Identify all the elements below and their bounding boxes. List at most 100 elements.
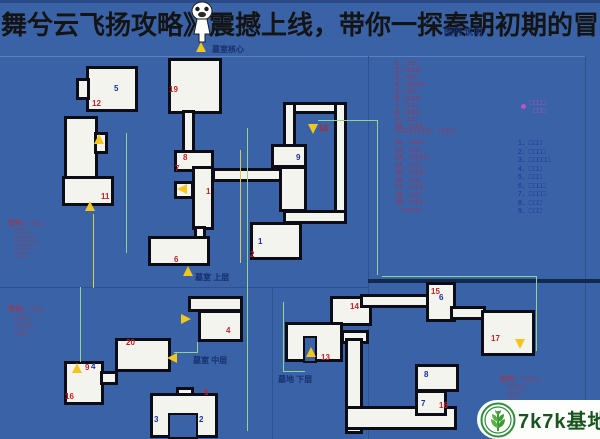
map-sector-divider xyxy=(368,56,369,439)
hunt-list-line: □□□□、 xyxy=(8,322,39,329)
poi-number-red: 15 xyxy=(431,287,440,296)
map-room xyxy=(279,166,307,212)
hunt-list: 猎物：□□□、 □□□、 □□□□、 □□□ xyxy=(8,306,49,338)
map-room xyxy=(283,102,296,150)
map-room xyxy=(481,310,535,356)
poi-number-red: 8 xyxy=(183,153,188,162)
warp-triangle-icon xyxy=(85,201,95,211)
page-title: 舞兮云飞扬攻略》震撼上线，带你一探秦朝初期的冒 xyxy=(1,10,600,40)
map-route-line xyxy=(126,133,127,253)
map-room xyxy=(415,364,459,392)
map-route-line xyxy=(240,150,241,263)
room-number-blue: 5 xyxy=(114,84,119,93)
room-number-blue: 9 xyxy=(296,153,301,162)
room-number-blue: 7 xyxy=(421,399,426,408)
map-route-line xyxy=(197,342,198,353)
poi-number-red: 16 xyxy=(439,401,448,410)
poi-number-red: 20 xyxy=(126,338,135,347)
map-sector-divider xyxy=(0,287,368,288)
hunt-list-line: □□□、 xyxy=(8,228,35,235)
hunt-list-line: □□□□、 xyxy=(500,384,531,391)
warp-triangle-icon xyxy=(306,347,316,357)
map-room xyxy=(115,338,171,372)
map-room xyxy=(271,144,307,168)
map-room xyxy=(76,78,90,100)
map-sector-divider xyxy=(585,56,586,439)
warp-triangle-icon xyxy=(167,353,177,363)
warp-triangle-icon xyxy=(183,266,193,276)
poi-number-red: 13 xyxy=(321,353,330,362)
warp-triangle-icon xyxy=(308,124,318,134)
hunt-list-line: 猎物：□□□、 xyxy=(8,306,49,313)
map-route-line xyxy=(283,302,284,372)
map-route-line xyxy=(382,276,537,277)
hunt-list: 猎物：□□□□、 □□□□、 □□□ xyxy=(500,376,545,400)
hunt-list-line: 猎物：□□□□、 xyxy=(500,376,545,383)
area-label: 墓室 中层 xyxy=(193,356,228,365)
poi-number-red: 7 xyxy=(175,164,180,173)
area-label: 墓室核心 xyxy=(212,45,244,54)
map-room xyxy=(360,294,430,308)
poi-number-red: 16 xyxy=(65,392,74,401)
poi-number-red: 12 xyxy=(92,99,101,108)
map-room xyxy=(415,390,447,416)
map-route-line xyxy=(80,287,81,362)
room-number-blue: 2 xyxy=(199,415,204,424)
map-room xyxy=(100,371,118,385)
room-number-blue: 4 xyxy=(91,362,96,371)
map-route-line xyxy=(247,128,248,431)
map-room xyxy=(250,222,302,260)
map-room xyxy=(198,310,243,342)
7k7k-logo[interactable]: 7k7k基地 xyxy=(477,400,600,439)
map-sector-divider xyxy=(0,56,586,57)
top-border-strip xyxy=(0,0,600,3)
map-sector-divider xyxy=(272,287,273,439)
map-room xyxy=(148,236,210,266)
map-room-notch xyxy=(168,413,198,439)
room-number-blue: 8 xyxy=(424,370,429,379)
hunt-list: 猎物：□□□、 □□□、 □□□□□、 □□□□、 □□□ xyxy=(8,220,49,260)
poi-number-red: 5 xyxy=(204,388,209,397)
poi-number-red: 1 xyxy=(206,187,211,196)
map-route-line xyxy=(93,214,94,288)
7k7k-logo-text: 7k7k基地 xyxy=(518,411,600,433)
map-room xyxy=(192,166,214,230)
map-route-line xyxy=(174,352,198,353)
poi-number-red: 19 xyxy=(169,85,178,94)
hunt-list-line: 猎物：□□□、 xyxy=(8,220,49,227)
room-number-blue: 6 xyxy=(439,293,444,302)
map-room xyxy=(64,116,98,182)
poi-number-red: 18 xyxy=(319,124,328,133)
character-sprite xyxy=(190,1,214,48)
warp-triangle-icon xyxy=(181,314,191,324)
hunt-list-line: □□□ xyxy=(500,392,520,399)
hunt-list-line: □□□□、 xyxy=(8,244,39,251)
map-route-line xyxy=(318,120,378,121)
room-number-blue: 3 xyxy=(154,415,159,424)
warp-triangle-icon xyxy=(196,42,206,52)
poi-number-red: 9 xyxy=(85,363,90,372)
map-room xyxy=(168,58,222,114)
poi-number-red: 14 xyxy=(350,302,359,311)
map-room xyxy=(86,66,138,112)
warp-triangle-icon xyxy=(177,184,187,194)
map-route-line xyxy=(283,371,305,372)
map-sector-divider xyxy=(368,279,600,283)
poi-number-red: 2 xyxy=(250,250,255,259)
poi-number-red: 11 xyxy=(101,192,110,201)
hunt-list-line: □□□、 xyxy=(8,314,35,321)
legend-header: 图例 说明 xyxy=(444,27,483,37)
area-label: 墓地 下层 xyxy=(278,375,313,384)
map-route-line xyxy=(377,120,378,275)
warp-triangle-icon xyxy=(72,363,82,373)
hunt-list-line: □□□ xyxy=(8,330,28,337)
warp-triangle-icon xyxy=(94,134,104,144)
map-room xyxy=(212,168,284,182)
warp-triangle-icon xyxy=(515,339,525,349)
poi-number-red: 17 xyxy=(491,334,500,343)
hunt-list-line: □□□ xyxy=(8,252,28,259)
map-room xyxy=(283,210,347,224)
area-label: 墓室 上层 xyxy=(195,273,230,282)
